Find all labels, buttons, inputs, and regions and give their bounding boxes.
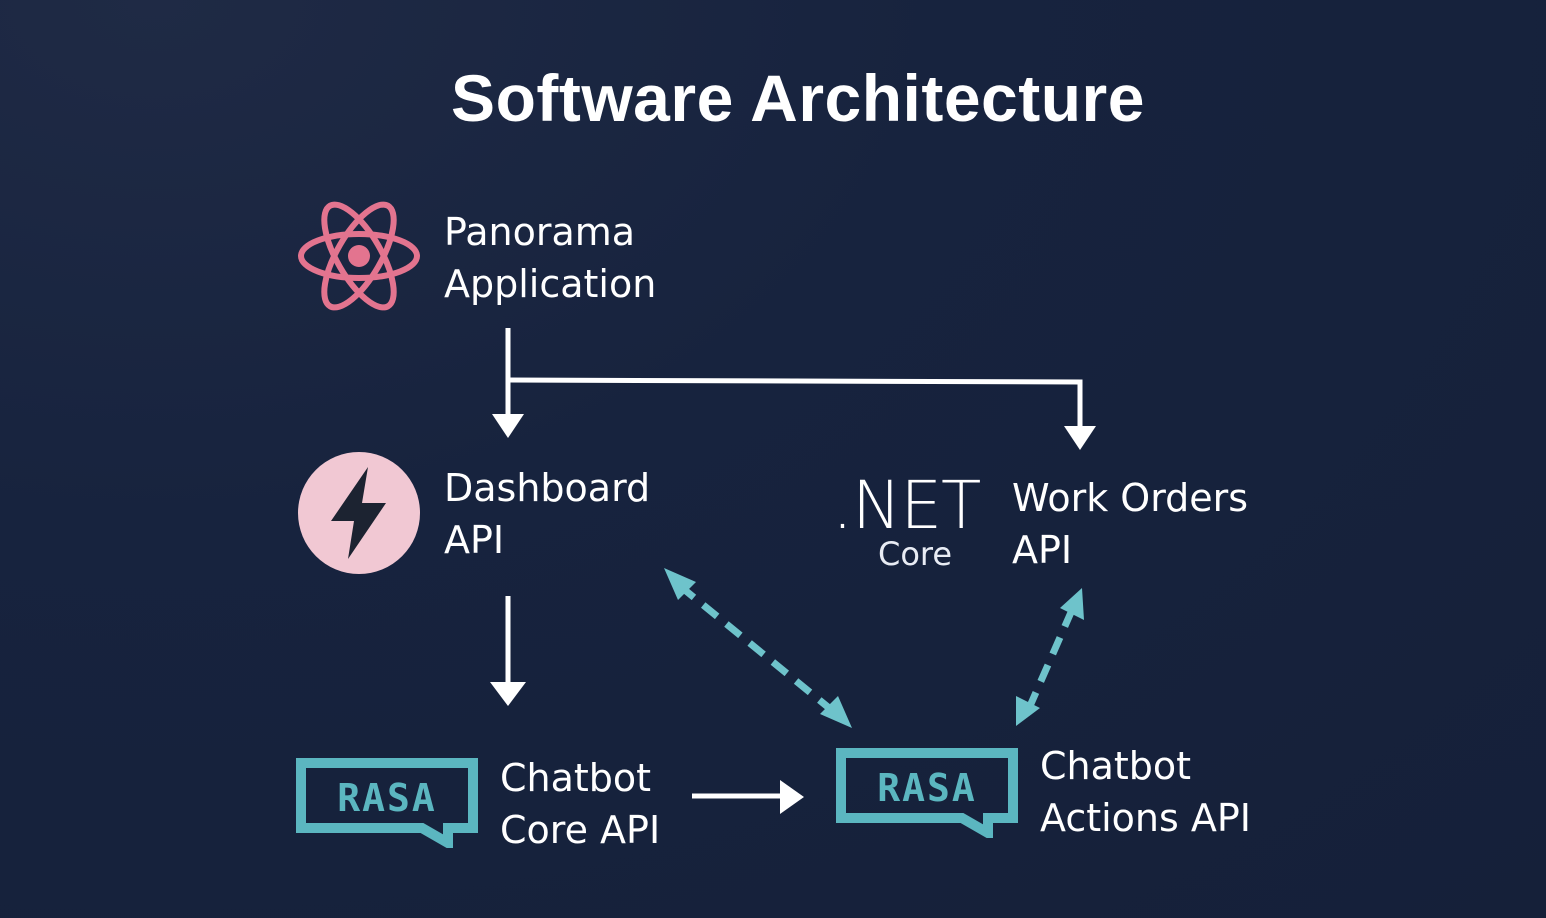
chatbot-actions-label: Chatbot Actions API <box>1040 740 1251 844</box>
chatbot-actions-label-line1: Chatbot <box>1040 744 1192 788</box>
work-orders-label: Work Orders API <box>1012 472 1248 576</box>
rasa-logo-text: RASA <box>337 776 437 820</box>
edge-panorama-workorders <box>507 377 1083 428</box>
edge-dashboard-chatbotactions <box>677 583 837 715</box>
dashboard-label-line2: API <box>444 518 505 562</box>
panorama-label-line2: Application <box>444 262 657 306</box>
dotnet-core-logo: .NET Core <box>832 466 992 576</box>
dotnet-logo-main: .NET <box>832 467 981 544</box>
edge-workorders-chatbotactions <box>1026 608 1076 708</box>
rasa-logo-text: RASA <box>877 766 977 810</box>
page-title: Software Architecture <box>451 61 1145 135</box>
arrowhead-dashboard <box>492 414 524 438</box>
panorama-label: Panorama Application <box>444 206 656 310</box>
dashboard-label: Dashboard API <box>444 462 650 566</box>
chatbot-core-label: Chatbot Core API <box>500 752 660 856</box>
panorama-label-line1: Panorama <box>444 210 636 254</box>
lightning-icon <box>298 452 420 574</box>
arrowhead-chatbotcore <box>490 682 526 706</box>
chatbot-core-label-line1: Chatbot <box>500 756 652 800</box>
dashed-arrowhead-dashboard <box>664 568 696 600</box>
dashed-arrowhead-chatbotactions-1 <box>820 696 852 728</box>
react-icon <box>298 201 420 311</box>
chatbot-actions-label-line2: Actions API <box>1040 796 1252 840</box>
dashboard-label-line1: Dashboard <box>444 466 651 510</box>
chatbot-core-label-line2: Core API <box>500 808 661 852</box>
work-orders-label-line2: API <box>1012 528 1073 572</box>
dashed-arrowhead-chatbotactions-2 <box>1016 696 1040 726</box>
arrowhead-chatbotactions <box>780 780 804 814</box>
rasa-logo: RASA <box>836 748 1018 838</box>
dashed-arrowhead-workorders <box>1060 588 1084 620</box>
dotnet-logo-sub: Core <box>878 535 953 573</box>
rasa-logo: RASA <box>296 758 478 848</box>
arrowhead-workorders <box>1064 426 1096 450</box>
work-orders-label-line1: Work Orders <box>1012 476 1249 520</box>
